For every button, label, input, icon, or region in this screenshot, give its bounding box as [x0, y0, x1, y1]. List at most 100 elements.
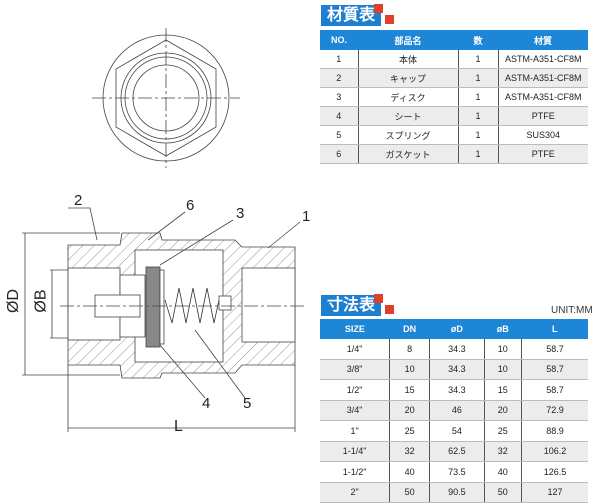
table-cell: 2	[320, 68, 358, 88]
table-cell: SUS304	[497, 125, 588, 145]
table-cell: 1-1/4"	[320, 441, 390, 462]
col-dn: DN	[389, 319, 430, 339]
table-cell: 1/4"	[320, 339, 390, 360]
table-cell: 88.9	[520, 420, 588, 442]
table-cell: 40	[483, 461, 522, 483]
table-cell: ディスク	[357, 87, 458, 107]
table-cell: 62.5	[429, 441, 485, 462]
callout-4: 4	[202, 395, 211, 412]
title-decoration	[374, 4, 383, 13]
end-view	[92, 28, 240, 168]
col-ob: øB	[484, 319, 522, 339]
table-cell: 6	[320, 144, 358, 164]
length-label: L	[174, 418, 183, 435]
table-cell: ガスケット	[357, 144, 458, 164]
table-cell: 1	[457, 68, 498, 88]
table-cell: キャップ	[357, 68, 458, 88]
table-cell: 34.3	[429, 379, 485, 401]
callout-1: 1	[302, 208, 311, 225]
table-cell: 32	[389, 441, 430, 462]
table-cell: 32	[483, 441, 522, 462]
od-label: ØD	[5, 289, 22, 313]
table-cell: 3/4"	[320, 400, 390, 421]
unit-label: UNIT:MM	[551, 305, 593, 316]
table-cell: 10	[483, 339, 522, 360]
table-cell: 4	[320, 106, 358, 126]
table-cell: 1	[457, 87, 498, 107]
section-view	[22, 207, 305, 432]
table-cell: 10	[483, 359, 522, 380]
col-material: 材質	[498, 30, 588, 50]
table-cell: 8	[389, 339, 430, 360]
table-cell: 34.3	[429, 359, 485, 380]
table-cell: ASTM-A351-CF8M	[497, 50, 588, 69]
title-decoration	[385, 15, 394, 24]
table-cell: 34.3	[429, 339, 485, 360]
table-cell: 106.2	[520, 441, 588, 462]
table-cell: 54	[429, 420, 485, 442]
table-cell: 15	[389, 379, 430, 401]
col-part-name: 部品名	[358, 30, 458, 50]
title-decoration	[374, 294, 383, 303]
table-cell: スプリング	[357, 125, 458, 145]
table-cell: 2"	[320, 482, 390, 503]
table-cell: ASTM-A351-CF8M	[497, 87, 588, 107]
table-cell: 25	[483, 420, 522, 442]
table-cell: 50	[483, 482, 522, 503]
dimensions-title: 寸法表	[321, 295, 382, 316]
table-cell: シート	[357, 106, 458, 126]
table-cell: 58.7	[520, 359, 588, 380]
table-cell: 127	[520, 482, 588, 503]
table-cell: 本体	[357, 50, 458, 69]
col-no: NO.	[320, 30, 358, 50]
ob-label: ØB	[32, 289, 50, 313]
table-cell: 20	[483, 400, 522, 421]
table-cell: PTFE	[497, 106, 588, 126]
table-cell: 15	[483, 379, 522, 401]
table-cell: 3/8"	[320, 359, 390, 380]
table-cell: 20	[389, 400, 430, 421]
table-cell: 46	[429, 400, 485, 421]
callout-2: 2	[74, 192, 83, 209]
table-cell: 1	[457, 125, 498, 145]
table-cell: 73.5	[429, 461, 485, 483]
table-cell: 1	[320, 50, 358, 69]
table-cell: 25	[389, 420, 430, 442]
table-cell: 1	[457, 106, 498, 126]
col-size: SIZE	[320, 319, 390, 339]
table-cell: 126.5	[520, 461, 588, 483]
table-cell: 1	[457, 144, 498, 164]
table-cell: 1-1/2"	[320, 461, 390, 483]
table-cell: 72.9	[520, 400, 588, 421]
table-cell: 1/2"	[320, 379, 390, 401]
table-cell: 40	[389, 461, 430, 483]
table-cell: 58.7	[520, 379, 588, 401]
callout-6: 6	[186, 197, 195, 214]
valve-drawing	[22, 28, 305, 432]
table-cell: 1	[457, 50, 498, 69]
table-cell: 50	[389, 482, 430, 503]
col-l: L	[521, 319, 588, 339]
col-od: øD	[429, 319, 485, 339]
table-cell: ASTM-A351-CF8M	[497, 68, 588, 88]
table-cell: PTFE	[497, 144, 588, 164]
title-decoration	[385, 305, 394, 314]
table-cell: 1"	[320, 420, 390, 442]
table-cell: 10	[389, 359, 430, 380]
col-qty: 数	[458, 30, 498, 50]
